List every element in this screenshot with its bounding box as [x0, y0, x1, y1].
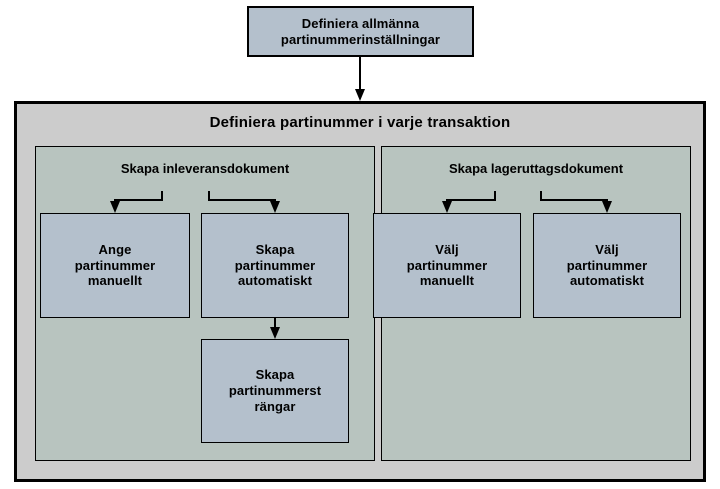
node-label: Välj partinummer manuellt	[406, 241, 488, 289]
node-definiera-allmanna-partinummerinstallningar[interactable]: Definiera allmänna partinummerinställnin…	[247, 6, 474, 57]
node-label: Definiera allmänna partinummerinställnin…	[280, 15, 441, 47]
node-skapa-partinummerstrangar[interactable]: Skapa partinummerst rängar	[201, 339, 349, 443]
node-label: Ange partinummer manuellt	[74, 241, 156, 289]
node-valj-partinummer-manuellt[interactable]: Välj partinummer manuellt	[373, 213, 521, 318]
group-title-inbound: Skapa inleveransdokument	[120, 161, 290, 176]
node-skapa-partinummer-automatiskt[interactable]: Skapa partinummer automatiskt	[201, 213, 349, 318]
container-title: Definiera partinummer i varje transaktio…	[209, 114, 511, 131]
node-valj-partinummer-automatiskt[interactable]: Välj partinummer automatiskt	[533, 213, 681, 318]
node-ange-partinummer-manuellt[interactable]: Ange partinummer manuellt	[40, 213, 190, 318]
group-title-outbound: Skapa lageruttagsdokument	[448, 161, 624, 176]
node-label: Välj partinummer automatiskt	[566, 241, 648, 289]
node-label: Skapa partinummer automatiskt	[234, 241, 316, 289]
connector-settings-to-container	[355, 57, 365, 101]
node-label: Skapa partinummerst rängar	[228, 367, 322, 414]
